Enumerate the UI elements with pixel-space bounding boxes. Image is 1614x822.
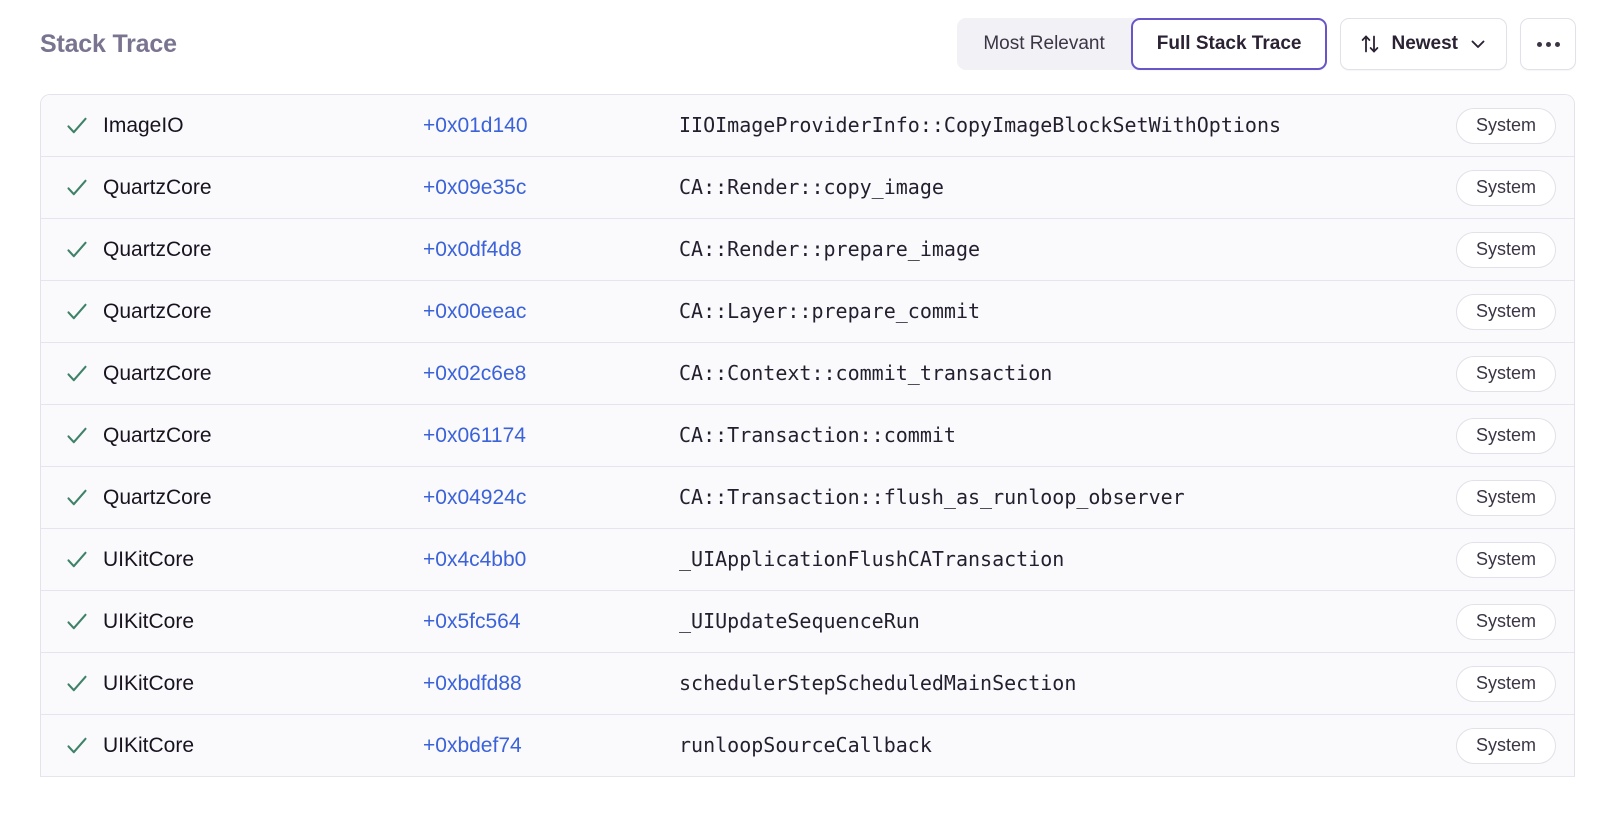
header-actions: Most Relevant Full Stack Trace bbox=[957, 18, 1576, 70]
status-badge: System bbox=[1455, 665, 1556, 702]
table-row[interactable]: QuartzCore +0x04924c CA::Transaction::flus… bbox=[41, 467, 1574, 529]
frame-status-check[interactable] bbox=[41, 423, 103, 449]
frame-offset-link[interactable]: +0x09e35c bbox=[423, 175, 527, 199]
frame-origin: System bbox=[1416, 355, 1556, 392]
frame-package: QuartzCore bbox=[103, 175, 212, 199]
status-badge: System bbox=[1455, 417, 1556, 454]
frame-offset-link[interactable]: +0x02c6e8 bbox=[423, 361, 527, 385]
segment-full-stack-trace[interactable]: Full Stack Trace bbox=[1130, 18, 1328, 70]
status-badge: System bbox=[1455, 727, 1556, 764]
frame-offset-link[interactable]: +0x04924c bbox=[423, 485, 527, 509]
frame-status-check[interactable] bbox=[41, 113, 103, 139]
segment-full-stack-trace-label: Full Stack Trace bbox=[1156, 33, 1302, 54]
frame-package: ImageIO bbox=[103, 113, 184, 137]
status-badge: System bbox=[1455, 541, 1556, 578]
frame-symbol: CA::Transaction::flush_as_runloop_observ… bbox=[679, 485, 1185, 509]
frame-package: UIKitCore bbox=[103, 733, 195, 757]
frame-origin: System bbox=[1416, 107, 1556, 144]
frame-symbol: _UIApplicationFlushCATransaction bbox=[679, 547, 1065, 571]
frame-symbol: CA::Render::copy_image bbox=[679, 175, 944, 199]
status-badge: System bbox=[1455, 603, 1556, 640]
frame-status-check[interactable] bbox=[41, 175, 103, 201]
frame-offset-link[interactable]: +0x00eeac bbox=[423, 299, 527, 323]
frame-origin: System bbox=[1416, 541, 1556, 578]
frame-origin: System bbox=[1416, 727, 1556, 764]
frame-symbol: CA::Layer::prepare_commit bbox=[679, 299, 981, 323]
frame-offset-link[interactable]: +0x5fc564 bbox=[423, 609, 521, 633]
table-row[interactable]: UIKitCore +0xbdfd88 schedulerStepScheduled… bbox=[41, 653, 1574, 715]
frame-offset-link[interactable]: +0xbdef74 bbox=[423, 733, 522, 757]
segment-most-relevant[interactable]: Most Relevant bbox=[957, 18, 1130, 70]
table-row[interactable]: ImageIO +0x01d140 IIOImageProviderInfo::Co… bbox=[41, 95, 1574, 157]
panel-header: Stack Trace Most Relevant Full Stack Tra… bbox=[0, 0, 1614, 88]
table-row[interactable]: UIKitCore +0x5fc564 _UIUpdateSequenceRun Sy… bbox=[41, 591, 1574, 653]
frame-offset-link[interactable]: +0x061174 bbox=[423, 423, 526, 447]
frame-package: QuartzCore bbox=[103, 237, 212, 261]
frame-status-check[interactable] bbox=[41, 609, 103, 635]
frame-status-check[interactable] bbox=[41, 733, 103, 759]
table-row[interactable]: QuartzCore +0x061174 CA::Transaction::comm… bbox=[41, 405, 1574, 467]
frame-status-check[interactable] bbox=[41, 361, 103, 387]
frame-origin: System bbox=[1416, 231, 1556, 268]
status-badge: System bbox=[1455, 293, 1556, 330]
frame-origin: System bbox=[1416, 293, 1556, 330]
frame-offset-link[interactable]: +0xbdfd88 bbox=[423, 671, 522, 695]
frame-package: UIKitCore bbox=[103, 671, 195, 695]
sort-button-label: Newest bbox=[1391, 33, 1458, 54]
frame-status-check[interactable] bbox=[41, 547, 103, 573]
status-badge: System bbox=[1455, 231, 1556, 268]
table-row[interactable]: QuartzCore +0x02c6e8 CA::Context::commit_t… bbox=[41, 343, 1574, 405]
status-badge: System bbox=[1455, 107, 1556, 144]
frame-package: UIKitCore bbox=[103, 547, 195, 571]
frame-symbol: CA::Transaction::commit bbox=[679, 423, 956, 447]
ellipsis-icon bbox=[1536, 41, 1560, 47]
stack-trace-table: ImageIO +0x01d140 IIOImageProviderInfo::Co… bbox=[40, 94, 1575, 777]
overflow-menu-button[interactable] bbox=[1520, 18, 1576, 70]
segment-most-relevant-label: Most Relevant bbox=[983, 33, 1105, 54]
frame-symbol: schedulerStepScheduledMainSection bbox=[679, 671, 1077, 695]
status-badge: System bbox=[1455, 169, 1556, 206]
sort-button[interactable]: Newest bbox=[1340, 18, 1507, 70]
sort-arrows-icon bbox=[1359, 33, 1381, 55]
frame-status-check[interactable] bbox=[41, 485, 103, 511]
frame-symbol: runloopSourceCallback bbox=[679, 733, 932, 757]
page-title: Stack Trace bbox=[40, 29, 177, 58]
frame-origin: System bbox=[1416, 479, 1556, 516]
frame-symbol: _UIUpdateSequenceRun bbox=[679, 609, 920, 633]
frame-symbol: CA::Context::commit_transaction bbox=[679, 361, 1053, 385]
frame-status-check[interactable] bbox=[41, 237, 103, 263]
trace-view-segmented-control[interactable]: Most Relevant Full Stack Trace bbox=[957, 18, 1328, 70]
frame-origin: System bbox=[1416, 665, 1556, 702]
frame-origin: System bbox=[1416, 603, 1556, 640]
frame-offset-link[interactable]: +0x4c4bb0 bbox=[423, 547, 527, 571]
status-badge: System bbox=[1455, 479, 1556, 516]
frame-package: UIKitCore bbox=[103, 609, 195, 633]
table-row[interactable]: QuartzCore +0x0df4d8 CA::Render::prepare_i… bbox=[41, 219, 1574, 281]
frame-origin: System bbox=[1416, 417, 1556, 454]
frame-origin: System bbox=[1416, 169, 1556, 206]
frame-offset-link[interactable]: +0x01d140 bbox=[423, 113, 528, 137]
table-row[interactable]: QuartzCore +0x09e35c CA::Render::copy_imag… bbox=[41, 157, 1574, 219]
frame-status-check[interactable] bbox=[41, 671, 103, 697]
frame-symbol: CA::Render::prepare_image bbox=[679, 237, 981, 261]
frame-status-check[interactable] bbox=[41, 299, 103, 325]
chevron-down-icon bbox=[1468, 34, 1488, 54]
table-row[interactable]: UIKitCore +0xbdef74 runloopSourceCallback S… bbox=[41, 715, 1574, 777]
frame-package: QuartzCore bbox=[103, 423, 212, 447]
table-row[interactable]: QuartzCore +0x00eeac CA::Layer::prepare_co… bbox=[41, 281, 1574, 343]
table-row[interactable]: UIKitCore +0x4c4bb0 _UIApplicationFlushCAT… bbox=[41, 529, 1574, 591]
frame-offset-link[interactable]: +0x0df4d8 bbox=[423, 237, 522, 261]
status-badge: System bbox=[1455, 355, 1556, 392]
frame-package: QuartzCore bbox=[103, 361, 212, 385]
frame-package: QuartzCore bbox=[103, 299, 212, 323]
frame-package: QuartzCore bbox=[103, 485, 212, 509]
frame-symbol: IIOImageProviderInfo::CopyImageBlockSetW… bbox=[679, 113, 1282, 137]
